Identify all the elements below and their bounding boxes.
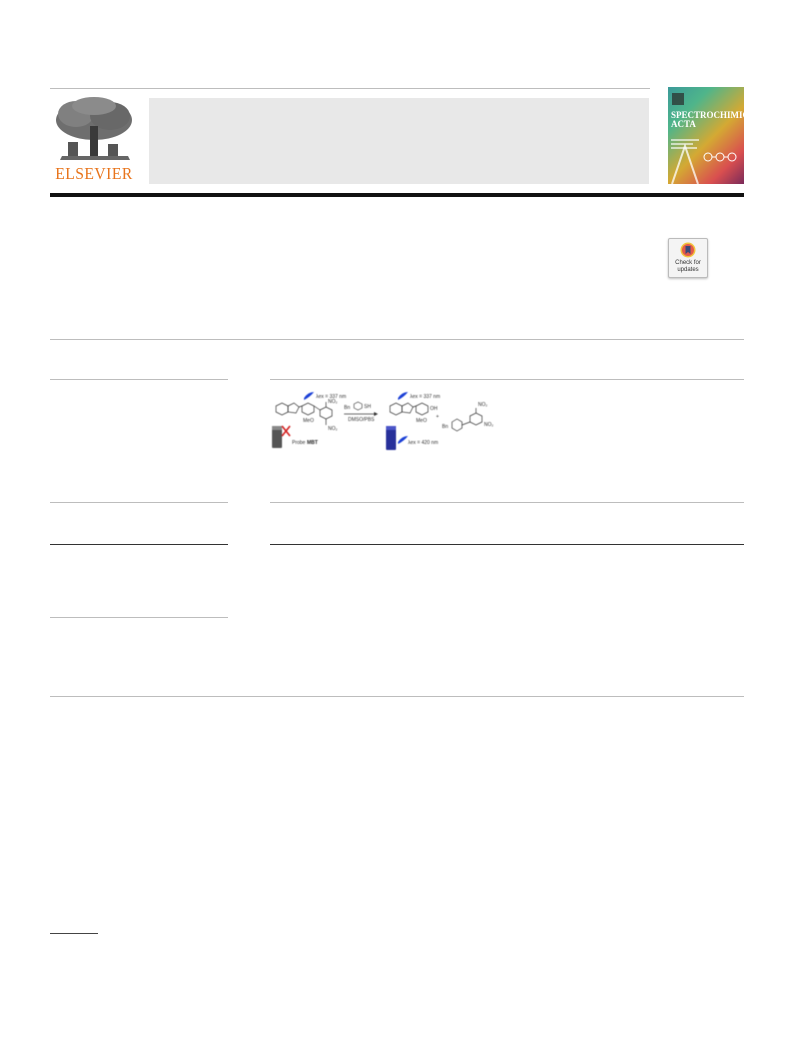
- abstract-end-rule: [50, 696, 744, 697]
- cover-letter-a-icon: [671, 144, 699, 184]
- left-column-rule-3: [50, 544, 228, 545]
- top-rule: [50, 88, 650, 89]
- cover-stripe: [671, 143, 693, 145]
- publisher-logo-text: ELSEVIER: [55, 164, 133, 183]
- probe-label: Probe: [292, 440, 306, 446]
- right-column-rule-1: [270, 379, 744, 380]
- check-for-updates-line2: updates: [677, 267, 699, 273]
- feather-icon: [398, 392, 408, 400]
- probe-molecule: [275, 402, 333, 425]
- no2-label-b: NO₂: [328, 426, 338, 432]
- feather-icon: [398, 436, 408, 444]
- glowing-vial-icon: [386, 426, 396, 450]
- feather-icon: [304, 392, 314, 400]
- header-thick-rule: [50, 193, 744, 197]
- left-column-rule-1: [50, 379, 228, 380]
- journal-cover-thumbnail[interactable]: SPECTROCHIMICA ACTA: [668, 87, 744, 184]
- check-for-updates-badge[interactable]: Check for updates: [668, 238, 708, 278]
- check-for-updates-label: Check for updates: [669, 260, 707, 274]
- cover-publisher-icon: [672, 93, 684, 105]
- graphical-abstract: MeO NO₂ NO₂ λex = 337 nm Probe MBT Bn SH…: [272, 392, 494, 450]
- probe-name: MBT: [307, 440, 318, 446]
- product-oh: OH: [430, 406, 438, 412]
- article-info-rule: [50, 339, 744, 340]
- cover-title: SPECTROCHIMICA ACTA: [671, 110, 744, 129]
- lambda-top-left: λex = 337 nm: [316, 394, 346, 400]
- meo-label-left: MeO: [303, 418, 314, 424]
- cover-title-line1: SPECTROCHIMICA: [671, 110, 744, 120]
- lambda-top-right: λex = 337 nm: [410, 394, 440, 400]
- reagent-bn: Bn: [344, 405, 350, 411]
- byproduct-bn: Bn: [442, 424, 448, 430]
- red-cross-icon: [281, 425, 291, 437]
- right-column-rule-3: [270, 544, 744, 545]
- left-column-rule-4: [50, 617, 228, 618]
- solvent-label: DMSO/PBS: [348, 417, 375, 423]
- meo-label-right: MeO: [416, 418, 427, 424]
- bookmark-icon: [680, 242, 696, 258]
- left-column-rule-2: [50, 502, 228, 503]
- journal-header-box: [149, 98, 649, 184]
- reagent-ring: [353, 401, 363, 411]
- cover-title-line2: ACTA: [671, 119, 696, 129]
- no2-label-d: NO₂: [484, 422, 494, 428]
- probe-vial-icon: [272, 426, 282, 448]
- no2-label-c: NO₂: [478, 402, 488, 408]
- tree-logo-icon: [56, 97, 132, 160]
- plus-sign: +: [436, 414, 439, 420]
- cover-stripe: [671, 139, 699, 141]
- product-molecule: [389, 402, 429, 416]
- no2-label-a: NO₂: [328, 399, 338, 405]
- check-for-updates-line1: Check for: [675, 260, 701, 266]
- elsevier-logo[interactable]: ELSEVIER: [50, 96, 138, 186]
- footnote-rule: [50, 933, 98, 934]
- cover-molecule-icon: [703, 152, 737, 162]
- reagent-sh: SH: [364, 404, 371, 410]
- lambda-bottom-right: λex = 420 nm: [408, 440, 438, 446]
- byproduct-molecule: [451, 408, 483, 432]
- right-column-rule-2: [270, 502, 744, 503]
